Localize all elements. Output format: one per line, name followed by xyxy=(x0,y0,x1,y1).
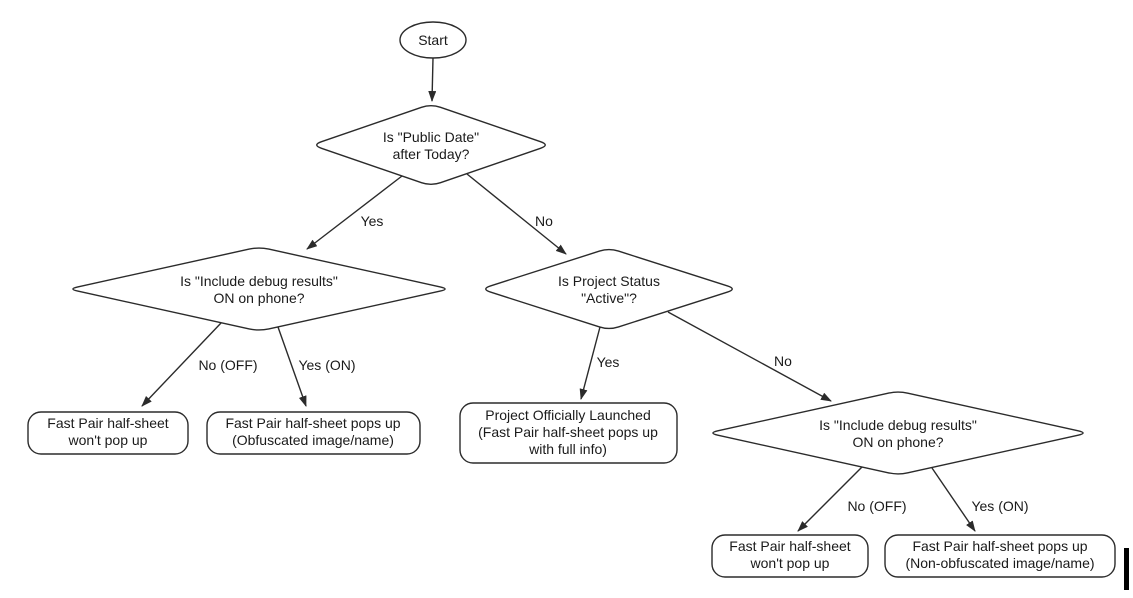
edge-label-status-yes: Yes xyxy=(597,354,620,370)
edge-label-public-date-yes: Yes xyxy=(361,213,384,229)
non-obfuscated-box xyxy=(884,534,1116,578)
edge-labels: Yes No No (OFF) Yes (ON) Yes No No (OFF)… xyxy=(198,213,1028,514)
edge-label-debug-right-yes: Yes (ON) xyxy=(971,498,1028,514)
edge-label-debug-left-yes: Yes (ON) xyxy=(298,357,355,373)
node-result-wont-popup-left: Fast Pair half-sheet won't pop up xyxy=(27,411,189,455)
edge-start-to-public-date xyxy=(428,57,437,102)
public-date-line1: Is "Public Date" xyxy=(383,129,479,145)
debug-right-line1: Is "Include debug results" xyxy=(819,417,977,433)
edge-label-public-date-no: No xyxy=(535,213,553,229)
debug-left-line2: ON on phone? xyxy=(213,290,304,306)
edge-label-debug-right-no: No (OFF) xyxy=(847,498,906,514)
project-status-diamond xyxy=(485,248,733,330)
wont-popup-left-box xyxy=(27,411,189,455)
node-question-debug-left: Is "Include debug results" ON on phone? xyxy=(72,247,446,331)
public-date-diamond xyxy=(316,104,546,186)
obfuscated-line2: (Obfuscated image/name) xyxy=(232,432,394,448)
edge-debug-right-no xyxy=(797,466,863,532)
project-status-line1: Is Project Status xyxy=(558,273,660,289)
non-obfuscated-line2: (Non-obfuscated image/name) xyxy=(905,555,1094,571)
launched-line2: (Fast Pair half-sheet pops up xyxy=(478,424,658,440)
edge-debug-left-no xyxy=(141,322,222,407)
edge-public-date-no xyxy=(466,173,567,255)
wont-popup-left-line2: won't pop up xyxy=(68,432,148,448)
obfuscated-box xyxy=(206,411,421,455)
node-question-debug-right: Is "Include debug results" ON on phone? xyxy=(712,391,1084,475)
edge-label-status-no: No xyxy=(774,353,792,369)
edge-public-date-yes xyxy=(306,175,403,250)
edge-label-debug-left-no: No (OFF) xyxy=(198,357,257,373)
node-result-non-obfuscated: Fast Pair half-sheet pops up (Non-obfusc… xyxy=(884,534,1116,578)
launched-line1: Project Officially Launched xyxy=(485,407,651,423)
wont-popup-right-box xyxy=(711,534,869,578)
public-date-line2: after Today? xyxy=(393,146,470,162)
non-obfuscated-line1: Fast Pair half-sheet pops up xyxy=(912,538,1087,554)
node-question-project-status: Is Project Status "Active"? xyxy=(485,248,733,330)
edge-status-yes xyxy=(579,326,601,400)
start-label: Start xyxy=(418,32,448,48)
node-question-public-date: Is "Public Date" after Today? xyxy=(316,104,546,186)
node-start: Start xyxy=(399,21,467,59)
launched-box xyxy=(459,402,678,464)
debug-right-diamond xyxy=(712,391,1084,475)
start-ellipse xyxy=(399,21,467,59)
node-result-obfuscated: Fast Pair half-sheet pops up (Obfuscated… xyxy=(206,411,421,455)
text-cursor-artifact xyxy=(1124,548,1129,590)
debug-left-line1: Is "Include debug results" xyxy=(180,273,338,289)
obfuscated-line1: Fast Pair half-sheet pops up xyxy=(225,415,400,431)
launched-line3: with full info) xyxy=(528,441,607,457)
wont-popup-left-line1: Fast Pair half-sheet xyxy=(47,415,168,431)
edge-debug-right-yes xyxy=(931,467,976,532)
wont-popup-right-line2: won't pop up xyxy=(750,555,830,571)
project-status-line2: "Active"? xyxy=(581,290,637,306)
node-result-launched: Project Officially Launched (Fast Pair h… xyxy=(459,402,678,464)
debug-right-line2: ON on phone? xyxy=(852,434,943,450)
edges xyxy=(141,57,976,532)
node-result-wont-popup-right: Fast Pair half-sheet won't pop up xyxy=(711,534,869,578)
edge-debug-left-yes xyxy=(277,326,307,407)
debug-left-diamond xyxy=(72,247,446,331)
edge-status-no xyxy=(667,311,832,402)
wont-popup-right-line1: Fast Pair half-sheet xyxy=(729,538,850,554)
